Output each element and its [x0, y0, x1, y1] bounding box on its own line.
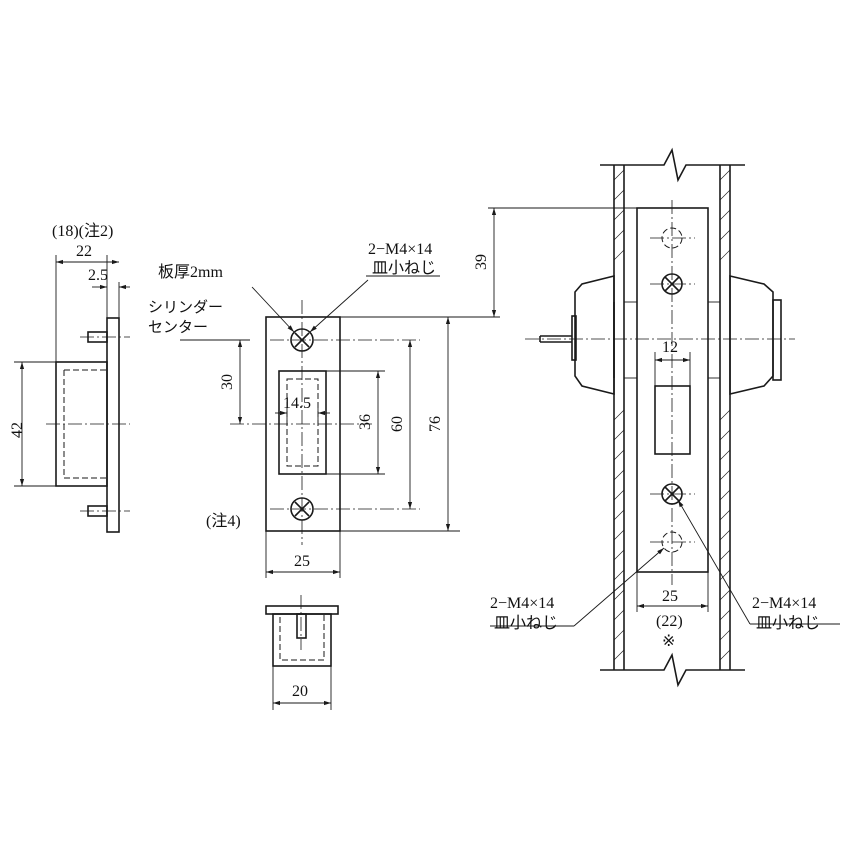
label-plate-thickness: 板厚2mm	[158, 263, 223, 281]
dim-76: 76	[427, 416, 444, 432]
mark-asterisk: ※	[662, 633, 675, 650]
side-view: (18)(注2) 22 2.5 42	[9, 222, 130, 533]
dim-39: 39	[473, 254, 490, 270]
left-screw-1: 2−M4×14	[490, 595, 554, 612]
strike-front-view: 板厚2mm 2−M4×14 皿小ねじ シリンダー センター 30 14.5 36…	[148, 241, 460, 578]
side-dim-18: (18)(注2)	[52, 222, 113, 240]
cylinder-right	[729, 274, 774, 396]
dim-36: 36	[357, 414, 374, 430]
door-wall-hatch-left	[613, 169, 625, 661]
side-dim-2-5: 2.5	[88, 267, 108, 284]
right-screw-1: 2−M4×14	[752, 595, 816, 612]
break-line-top	[600, 147, 745, 183]
door-wall-hatch-right	[719, 169, 731, 661]
right-screw-2: 皿小ねじ	[756, 614, 820, 632]
dim-22-door: (22)	[656, 613, 683, 630]
cylinder-left	[574, 274, 615, 396]
latch-slot	[654, 385, 691, 455]
box-body	[272, 613, 332, 667]
dim-25-strike: 25	[294, 553, 310, 570]
dim-25-door: 25	[662, 588, 678, 605]
break-line-bottom	[600, 652, 745, 688]
box-pin	[296, 613, 307, 639]
note-4: (注4)	[206, 512, 241, 530]
dim-12: 12	[662, 339, 678, 356]
lock-faceplate	[636, 207, 709, 573]
door-view: 39 12 25 (22) ※ 2−M4×14 皿小ねじ 2−M4×14 皿小ね…	[460, 147, 840, 688]
dim-60: 60	[389, 416, 406, 432]
strike-slot	[278, 370, 327, 475]
label-cylinder-2: センター	[148, 319, 208, 336]
side-plate	[106, 317, 120, 533]
label-cylinder-1: シリンダー	[148, 299, 223, 316]
dim-14-5: 14.5	[283, 395, 311, 412]
box-flange	[265, 605, 339, 615]
left-screw-2: 皿小ねじ	[494, 614, 558, 632]
dim-20: 20	[292, 683, 308, 700]
label-screw-1: 2−M4×14	[368, 241, 432, 258]
strike-box-view: 20	[265, 595, 339, 710]
side-dim-22: 22	[76, 243, 92, 260]
dim-30: 30	[219, 374, 236, 390]
side-dim-42: 42	[9, 422, 26, 438]
label-screw-2: 皿小ねじ	[372, 259, 436, 277]
